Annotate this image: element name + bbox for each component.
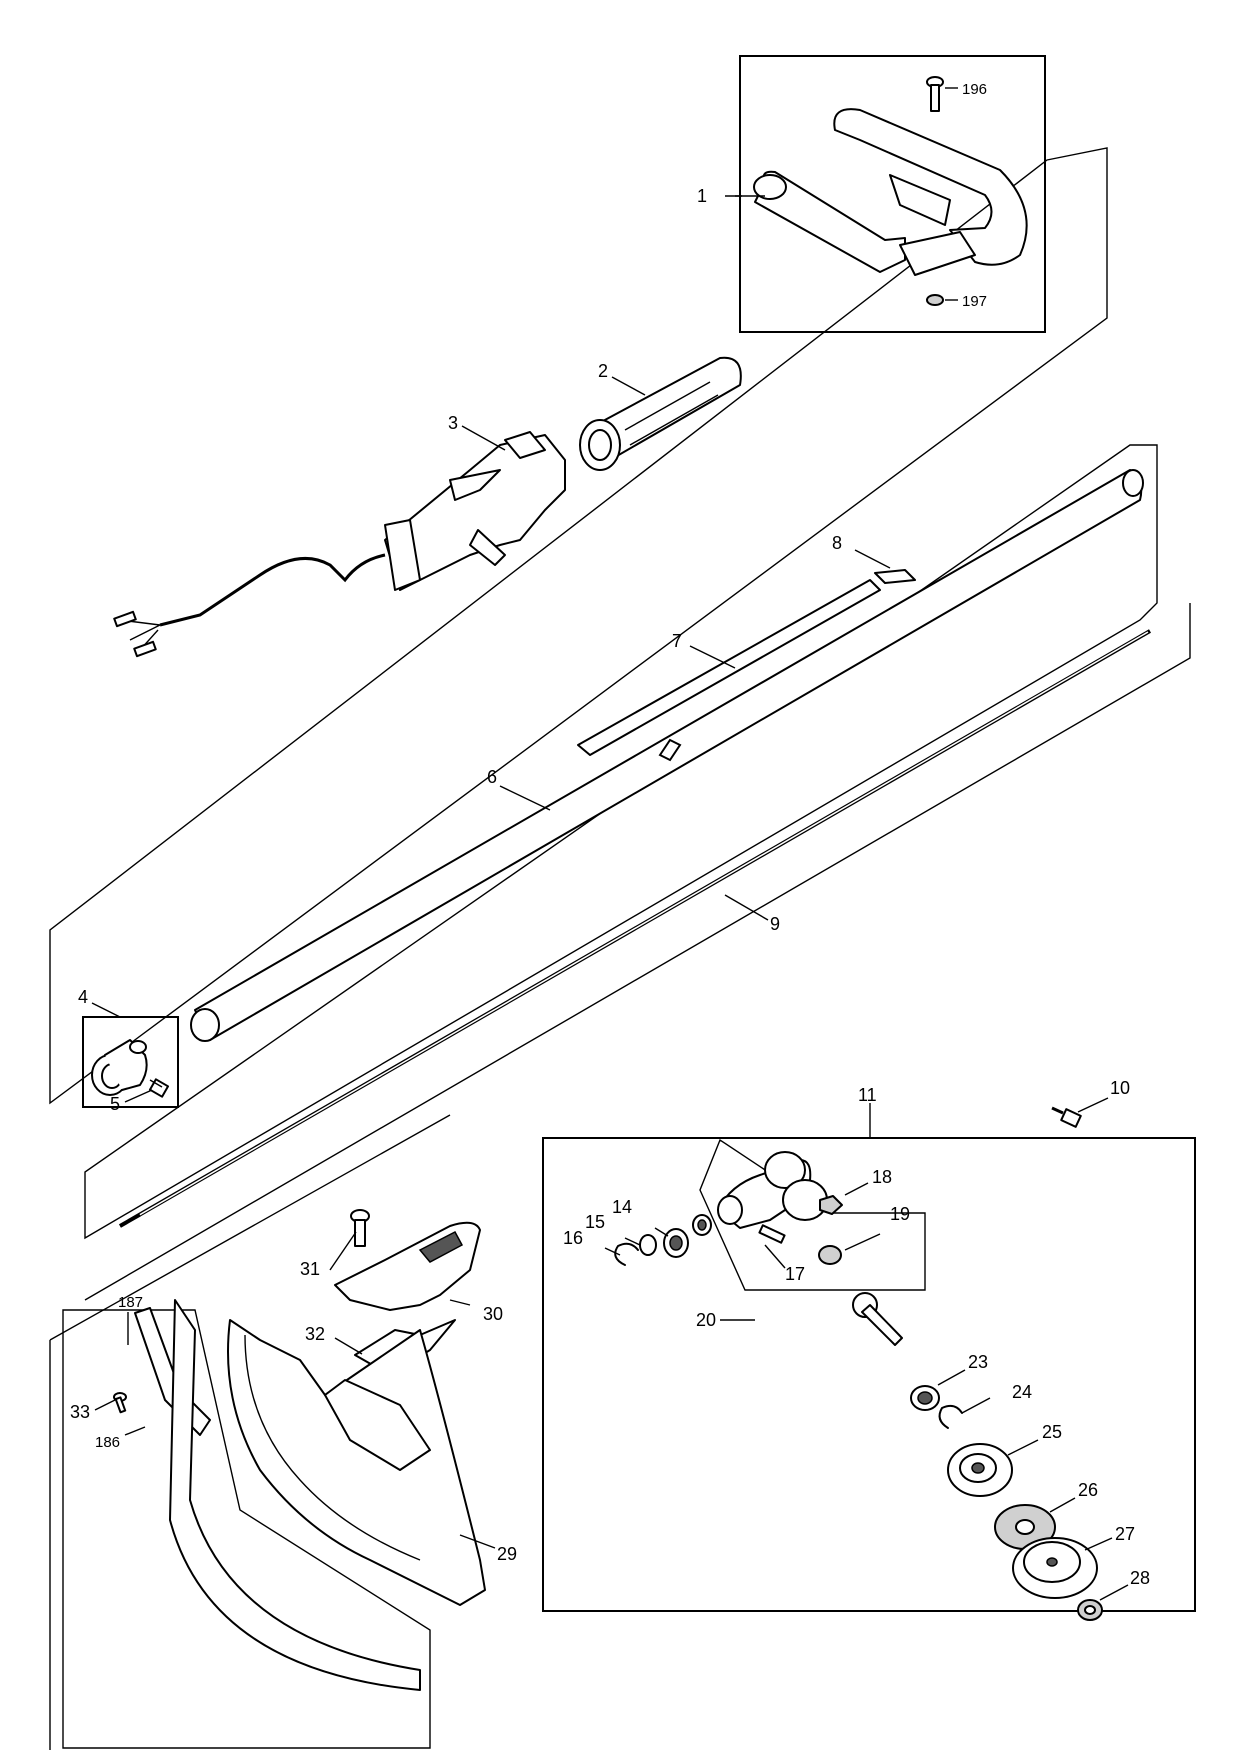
protector-part-187 (169, 1299, 421, 1691)
label-5: 5 (110, 1094, 120, 1114)
label-25: 25 (1042, 1422, 1062, 1442)
label-30: 30 (483, 1304, 503, 1324)
bolt-part-5 (148, 1078, 170, 1098)
label-197: 197 (962, 293, 987, 310)
gear-case-part-11 (717, 1151, 828, 1229)
leader-lines (91, 87, 1129, 1601)
spindle-part-20-b (852, 1292, 903, 1346)
bolt-part-17 (758, 1224, 786, 1244)
drive-shaft-outline-2 (84, 603, 1191, 1301)
drive-shaft-outline (84, 444, 1158, 1240)
part-labels: 1 196 197 2 3 8 7 6 9 4 5 10 11 18 19 17… (70, 81, 1150, 1588)
screw-196 (926, 76, 944, 112)
clamp-box-4 (82, 1016, 179, 1108)
label-8: 8 (832, 533, 842, 553)
throttle-housing-part-3 (113, 431, 566, 658)
guard-outline (49, 1114, 451, 1750)
guard-part-29-rib (244, 1334, 421, 1561)
bolt-part-31 (350, 1209, 370, 1247)
bolt-part-18 (819, 1195, 843, 1215)
drive-shaft-part-9 (118, 629, 1152, 1228)
label-24: 24 (1012, 1382, 1032, 1402)
label-186: 186 (95, 1434, 120, 1451)
label-11: 11 (858, 1085, 877, 1105)
ring-part-15 (639, 1234, 657, 1256)
label-23: 23 (968, 1352, 988, 1372)
bolt-part-10 (1051, 1106, 1082, 1128)
washer-part-19 (818, 1245, 842, 1265)
label-16: 16 (563, 1228, 583, 1248)
nut-197 (926, 294, 944, 306)
label-3: 3 (448, 413, 458, 433)
assembly-frames (49, 55, 1196, 1750)
cover-part-30-slot (418, 1230, 464, 1263)
cup-part-27 (1012, 1537, 1098, 1599)
sub-box-20 (699, 1138, 926, 1291)
protector-box (62, 1309, 431, 1749)
label-19: 19 (890, 1204, 910, 1224)
nut-part-28 (1077, 1599, 1103, 1621)
label-27: 27 (1115, 1524, 1135, 1544)
bearing-part-14 (663, 1228, 689, 1258)
label-2: 2 (598, 361, 608, 381)
circlip-part-24 (938, 1404, 963, 1429)
handle-part-1 (753, 108, 1028, 276)
label-9: 9 (770, 914, 780, 934)
label-1: 1 (697, 186, 707, 206)
clamp-part-4 (91, 1039, 148, 1096)
label-18: 18 (872, 1167, 892, 1187)
label-6: 6 (487, 767, 497, 787)
label-14: 14 (612, 1197, 632, 1217)
guard-part-29 (227, 1319, 486, 1606)
guard-part-29-mount (324, 1379, 431, 1471)
holder-part-25 (947, 1443, 1013, 1497)
bearing-part-23 (910, 1385, 940, 1411)
screw-part-33 (113, 1392, 127, 1414)
label-187: 187 (118, 1294, 143, 1311)
label-196: 196 (962, 81, 987, 98)
label-26: 26 (1078, 1480, 1098, 1500)
label-4: 4 (78, 987, 88, 1007)
shaft-tube-part-6 (190, 469, 1144, 1042)
shaft-assembly-outline (49, 147, 1108, 1105)
label-29: 29 (497, 1544, 517, 1564)
label-32: 32 (305, 1324, 325, 1344)
label-20: 20 (696, 1310, 716, 1330)
label-part-7 (577, 579, 881, 756)
gear-head-box (542, 1137, 1196, 1612)
handle-assembly-box (739, 55, 1046, 333)
label-15: 15 (585, 1212, 605, 1232)
spindle-part-20-a (692, 1214, 712, 1236)
label-17: 17 (785, 1264, 805, 1284)
label-31: 31 (300, 1259, 320, 1279)
label-28: 28 (1130, 1568, 1150, 1588)
circlip-part-16 (614, 1242, 639, 1266)
label-10: 10 (1110, 1078, 1130, 1098)
label-7: 7 (672, 631, 682, 651)
label-part-8 (874, 569, 916, 584)
label-33: 33 (70, 1402, 90, 1422)
grip-part-2 (579, 356, 742, 471)
